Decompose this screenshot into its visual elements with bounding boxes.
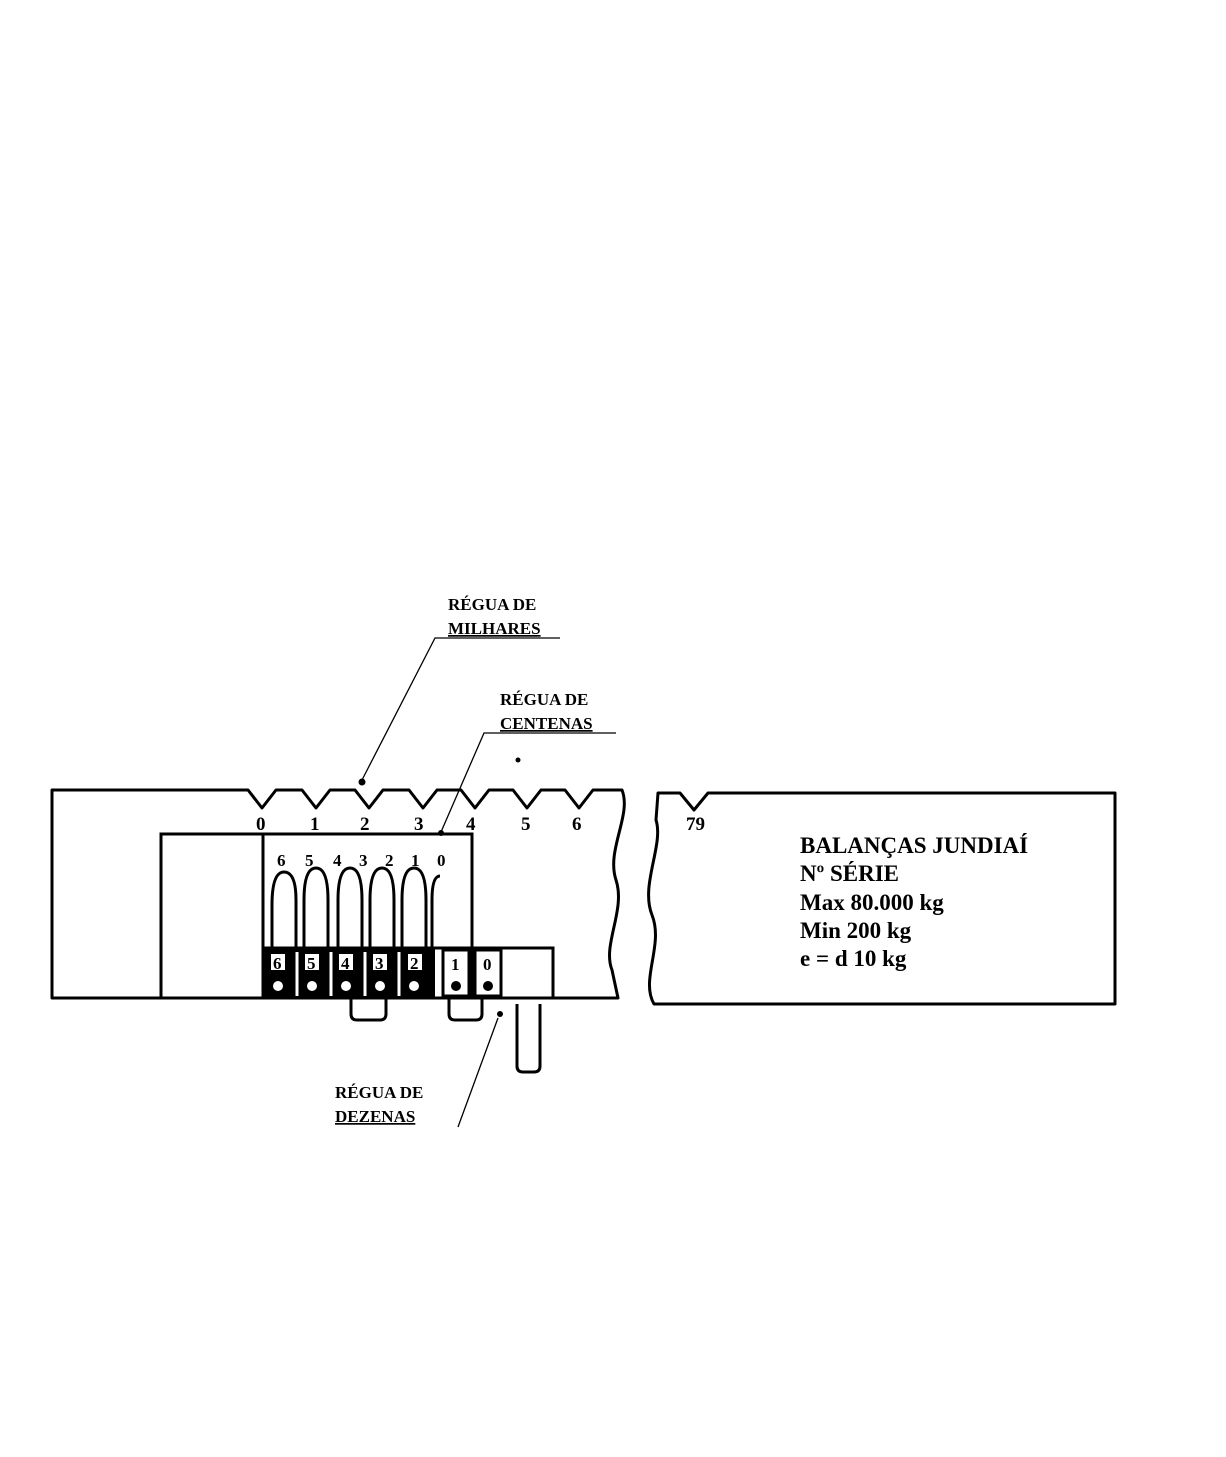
label-milhares-line1: RÉGUA DE: [448, 595, 536, 614]
milhares-number: 6: [572, 814, 582, 835]
dezenas-number: 2: [410, 954, 419, 973]
label-centenas-line1: RÉGUA DE: [500, 690, 588, 709]
label-milhares-line2: MILHARES: [448, 619, 541, 638]
plate-line-min: Min 200 kg: [800, 918, 912, 943]
centenas-number: 1: [411, 851, 420, 870]
centenas-number: 3: [359, 851, 368, 870]
speck: [515, 757, 521, 763]
plate-line-max: Max 80.000 kg: [800, 890, 944, 915]
dezenas-number: 6: [273, 954, 282, 973]
milhares-number: 4: [466, 814, 476, 835]
leader-dot-dezenas: [497, 1011, 503, 1017]
plate-line-serial: Nº SÉRIE: [800, 861, 899, 886]
milhares-number-end: 79: [686, 814, 705, 835]
centenas-number: 6: [277, 851, 286, 870]
dezenas-cell-1: [441, 948, 471, 998]
label-dezenas-line2: DEZENAS: [335, 1107, 415, 1126]
milhares-number: 0: [256, 814, 266, 835]
leader-lines: [361, 637, 616, 1128]
dezenas-scale: 6 5 4 3 2 1 0: [273, 954, 492, 974]
milhares-number: 3: [414, 814, 424, 835]
centenas-fingers: [270, 866, 441, 948]
label-dezenas-line1: RÉGUA DE: [335, 1083, 423, 1102]
milhares-number: 5: [521, 814, 531, 835]
centenas-number: 4: [333, 851, 342, 870]
centenas-number: 5: [305, 851, 314, 870]
centenas-scale: 6 5 4 3 2 1 0: [277, 851, 446, 870]
centenas-number: 0: [437, 851, 446, 870]
dezenas-dot-1: [451, 981, 461, 991]
dezenas-cell-dividers: [295, 952, 401, 996]
label-centenas-line2: CENTENAS: [500, 714, 593, 733]
dezenas-number: 0: [483, 955, 492, 974]
dezenas-number: 5: [307, 954, 316, 973]
milhares-number: 1: [310, 814, 320, 835]
slider-handle: [515, 1004, 542, 1074]
centenas-number: 2: [385, 851, 394, 870]
nameplate: BALANÇAS JUNDIAÍ Nº SÉRIE Max 80.000 kg …: [800, 833, 1028, 971]
dezenas-white-markers: [271, 954, 422, 970]
milhares-scale: 0 1 2 3 4 5 6 79: [256, 814, 705, 835]
plate-line-division: e = d 10 kg: [800, 946, 907, 971]
milhares-number: 2: [360, 814, 370, 835]
plate-line-brand: BALANÇAS JUNDIAÍ: [800, 833, 1028, 858]
leader-dot-milhares: [358, 778, 366, 786]
slider-tab-right: [447, 998, 484, 1022]
dezenas-number: 4: [341, 954, 350, 973]
left-box: [159, 832, 265, 1000]
dezenas-cell-0: [473, 948, 503, 998]
dezenas-dot-0: [483, 981, 493, 991]
dezenas-number: 3: [375, 954, 384, 973]
dezenas-number: 1: [451, 955, 460, 974]
leader-dot-centenas: [438, 830, 444, 836]
dezenas-dots: [273, 981, 419, 991]
beam-left-section: [50, 788, 626, 1000]
slider-tab-left: [349, 998, 388, 1022]
beam-right-section: [647, 791, 1117, 1006]
